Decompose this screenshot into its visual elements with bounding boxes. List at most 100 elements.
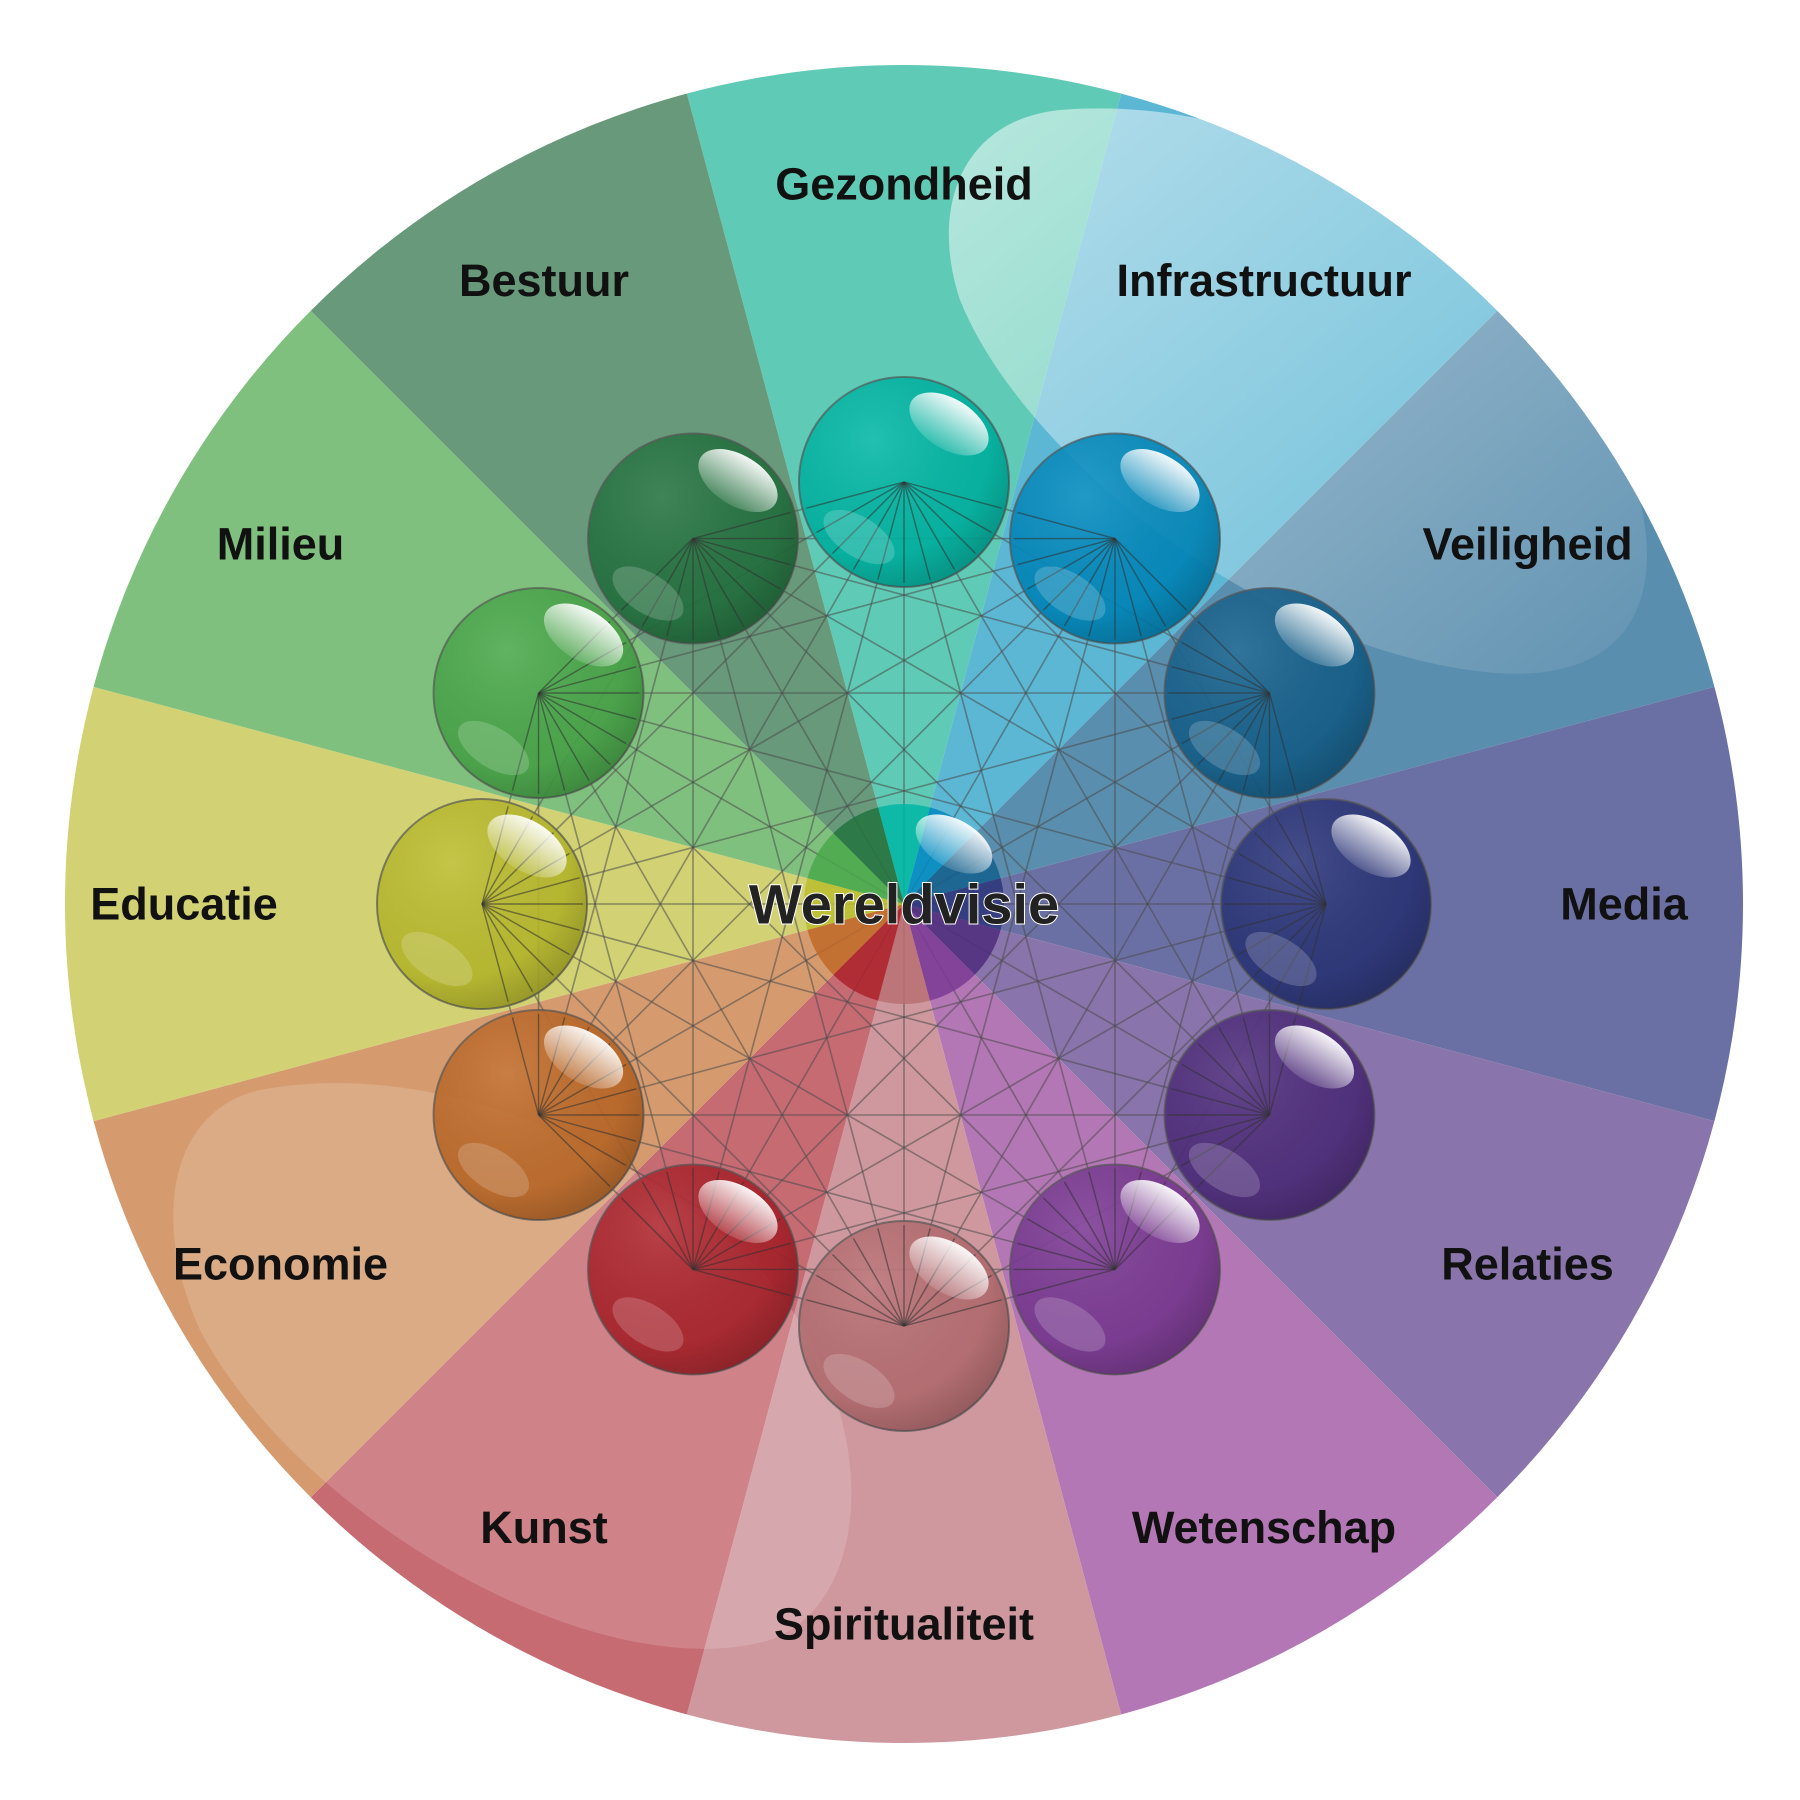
center-sphere-slice-economie: [807, 904, 904, 975]
sphere-spoke: [1171, 1088, 1270, 1116]
sphere-reflection: [1188, 1142, 1261, 1198]
sphere-spoke: [1238, 903, 1327, 956]
sphere-reflection: [823, 509, 895, 565]
sphere-spoke: [1171, 692, 1270, 720]
sphere-spoke: [1197, 1043, 1270, 1116]
sphere-gloss: [698, 1179, 778, 1243]
connection-line: [903, 538, 1116, 1327]
sphere-gloss: [1331, 814, 1411, 878]
sphere-spoke: [641, 538, 694, 627]
center-sphere-gloss: [915, 814, 993, 874]
sphere-spoke: [692, 538, 765, 611]
sphere-spoke: [816, 481, 905, 534]
sphere-spoke: [538, 692, 611, 765]
sphere-spoke: [692, 537, 791, 566]
sphere-spoke: [1171, 666, 1270, 694]
sphere-spoke: [877, 481, 905, 580]
connection-line: [537, 692, 905, 1327]
sphere-media: [1220, 798, 1432, 1010]
sphere-spoke: [1238, 852, 1327, 905]
center-sphere-slice-relaties: [904, 904, 1001, 975]
sphere-spoke: [1228, 903, 1327, 931]
sphere-wetenschap: [1009, 1163, 1221, 1376]
sphere-spoke: [1017, 1242, 1116, 1271]
segment-label-veiligheid: Veiligheid: [1423, 519, 1633, 570]
wheel-rim: [63, 63, 1745, 1745]
sphere-spoke: [1114, 538, 1167, 627]
sphere-spoke: [1027, 1218, 1116, 1271]
sphere-spoke: [692, 511, 791, 540]
connection-line: [692, 537, 1327, 905]
sphere-spoke: [692, 537, 781, 590]
sphere-spoke: [481, 903, 570, 956]
sphere-spoke: [903, 481, 956, 570]
center-sphere-slice-spiritualiteit: [878, 904, 930, 1004]
center-sphere-slice-wetenschap: [904, 904, 975, 1001]
sphere-spoke: [1063, 538, 1116, 627]
sphere-spoke: [538, 692, 637, 720]
connection-line: [692, 538, 905, 1327]
connection-line: [537, 692, 1116, 1271]
sphere-spoke: [1088, 538, 1116, 637]
sphere-gloss: [1120, 449, 1200, 513]
sphere-spoke: [1242, 1017, 1271, 1116]
sphere-gloss: [543, 1025, 624, 1089]
sphere-spoke: [1181, 692, 1270, 745]
sphere-infrastructuur: [1009, 432, 1221, 645]
sphere-spoke: [692, 538, 745, 627]
connection-line: [538, 903, 1327, 1116]
sphere-reflection: [1034, 566, 1106, 621]
sphere-spoke: [1043, 1197, 1116, 1270]
top-right-glare: [948, 108, 1647, 674]
sphere-spoke: [1299, 903, 1327, 1002]
sphere-gloss: [1274, 1025, 1355, 1089]
sphere-spoke: [1299, 806, 1327, 905]
sphere-reflection: [401, 931, 473, 987]
sphere-spoke: [481, 877, 580, 905]
sphere-spoke: [903, 481, 931, 580]
sphere-spoke: [641, 1181, 694, 1270]
connection-line: [903, 481, 1116, 1270]
sphere-spoke: [1242, 692, 1271, 791]
sphere-spoke: [621, 1197, 694, 1270]
sphere-spoke: [1268, 692, 1297, 791]
sphere-spiritualiteit: [798, 1220, 1010, 1432]
sphere-spoke: [511, 692, 540, 791]
sphere-spoke: [1181, 641, 1270, 694]
connection-line: [692, 537, 1271, 1116]
sphere-ring: [376, 376, 1432, 1432]
center-sphere-slice-media: [904, 878, 1004, 930]
segment-label-spiritualiteit: Spiritualiteit: [774, 1599, 1034, 1650]
sphere-spoke: [852, 1238, 905, 1327]
segment-label-milieu: Milieu: [217, 519, 345, 570]
sphere-spoke: [538, 692, 627, 745]
segment-labels: GezondheidInfrastructuurVeiligheidMediaR…: [90, 159, 1689, 1650]
sphere-spoke: [1027, 537, 1116, 590]
sphere-spoke: [816, 1274, 905, 1327]
sphere-spoke: [1274, 816, 1327, 905]
sphere-reflection: [1245, 931, 1317, 987]
segment-label-infrastructuur: Infrastructuur: [1116, 255, 1411, 306]
sphere-spoke: [806, 481, 905, 509]
sphere-spoke: [1197, 692, 1270, 765]
sphere-spoke: [806, 1299, 905, 1327]
connection-line: [538, 692, 1327, 905]
sphere-spoke: [692, 538, 720, 637]
sphere-spoke: [852, 481, 905, 570]
sphere-spoke: [1218, 1027, 1271, 1116]
segment-label-economie: Economie: [173, 1239, 388, 1290]
sphere-spoke: [1017, 537, 1116, 566]
sphere-spoke: [538, 1114, 637, 1142]
sphere-spoke: [1274, 903, 1327, 992]
sphere-spoke: [538, 666, 637, 694]
sphere-spoke: [832, 481, 905, 554]
sphere-spoke: [538, 1114, 627, 1167]
sphere-spoke: [692, 1268, 791, 1297]
sphere-educatie: [376, 798, 588, 1010]
segment-label-bestuur: Bestuur: [459, 255, 629, 306]
segment-label-kunst: Kunst: [480, 1502, 608, 1553]
sphere-spoke: [1197, 621, 1270, 694]
sphere-spoke: [877, 1228, 905, 1327]
sphere-spoke: [1171, 1114, 1270, 1142]
